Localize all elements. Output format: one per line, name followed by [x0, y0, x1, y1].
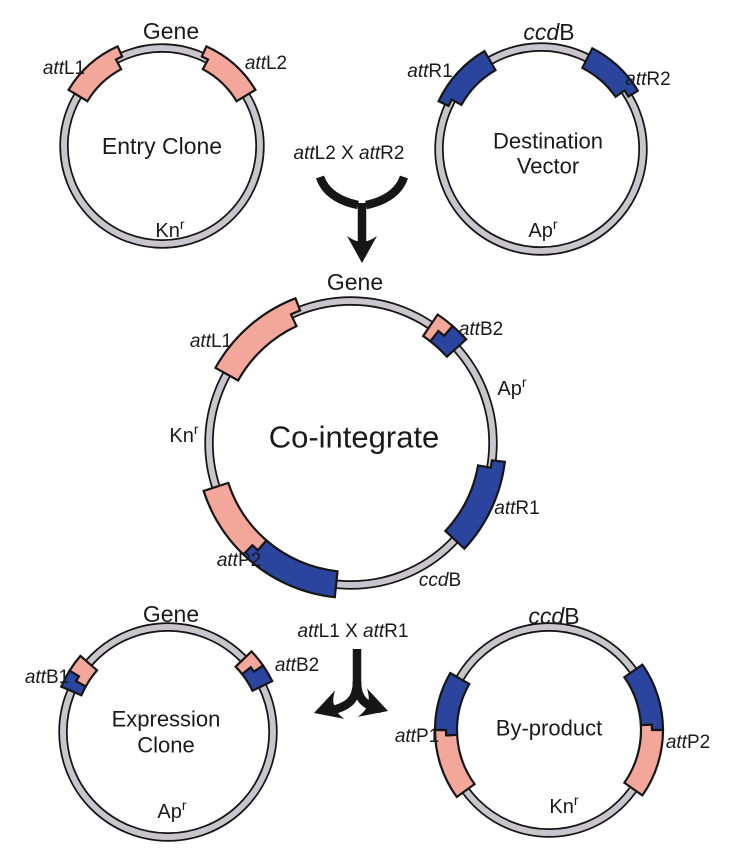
entry-clone-attL1-segment [67, 44, 124, 103]
expression-clone-name-line-1: Expression [112, 707, 221, 732]
destination-vector-attR2-segment [580, 46, 640, 99]
expression-clone-ring-band [60, 624, 276, 840]
expression-clone-gene-label: Gene [143, 601, 199, 627]
by-product-attP1-label: attP1 [395, 726, 439, 747]
reaction-2-split-arrow [314, 649, 388, 719]
entry-clone-kn-r-label: Knr [155, 216, 184, 242]
co-integrate-attP2-pink-segment [202, 481, 268, 557]
co-integrate-attP2-label: attP2 [217, 550, 261, 571]
destination-vector-ccdB-label: ccdB [523, 19, 574, 45]
expression-clone-ring-outer-line [58, 622, 278, 842]
co-integrate-attB2-label: attB2 [459, 319, 503, 340]
by-product-name: By-product [496, 716, 602, 741]
by-product-attP1-pink-segment [433, 728, 477, 799]
down-left-arrowhead-icon [314, 690, 345, 719]
entry-clone-attL2-label: attL2 [245, 53, 287, 74]
destination-vector-ring-outer-line [434, 42, 648, 256]
by-product-attP2-blue-segment [622, 663, 665, 732]
co-integrate-ring-band [206, 298, 496, 588]
entry-clone-attL1-label: attL1 [43, 58, 85, 79]
destination-vector-ring [434, 42, 648, 256]
co-integrate-gene-label: Gene [327, 269, 383, 295]
co-integrate-attL1-label: attL1 [190, 331, 232, 352]
destination-vector-ring-inner-line [441, 49, 641, 249]
reaction-1-reaction-label: attL2 X attR2 [294, 143, 405, 164]
by-product-ccdB-label: ccdB [528, 603, 579, 629]
expression-clone-attB1-pink-segment [68, 654, 99, 688]
expression-clone-attB2-blue-segment [240, 663, 274, 693]
co-integrate-attB2-blue-segment [428, 324, 468, 359]
expression-clone-attB2-label: attB2 [275, 655, 319, 676]
co-integrate-attR1-label: attR1 [494, 498, 539, 519]
entry-clone-attL2-segment [200, 44, 257, 103]
expression-clone-name-line-2: Clone [137, 733, 194, 758]
destination-vector-ap-r-label: Apr [528, 216, 557, 242]
destination-vector-attR1-segment [437, 49, 498, 108]
down-right-arrowhead-icon [357, 688, 388, 717]
co-integrate-ring [204, 296, 498, 590]
co-integrate-ap-r-label: Apr [497, 374, 526, 400]
destination-vector-attR1-label: attR1 [407, 61, 452, 82]
expression-clone-attB1-label: attB1 [25, 667, 69, 688]
entry-clone-ring-outer-line [59, 43, 265, 249]
by-product-kn-r-label: Knr [549, 792, 578, 818]
destination-vector-attR2-label: attR2 [625, 69, 670, 90]
reaction-1: attL2 X attR2 [294, 143, 409, 263]
expression-clone-ap-r-label: Apr [157, 797, 186, 823]
co-integrate-kn-r-label: Knr [169, 421, 198, 447]
reaction-2: attL1 X attR1 [298, 621, 409, 719]
expression-clone-ring-inner-line [65, 629, 271, 835]
destination-vector-name-line-2: Vector [517, 154, 579, 179]
down-arrowhead-icon [347, 236, 377, 263]
entry-clone-ring [59, 43, 265, 249]
by-product-attP2-pink-segment [622, 723, 665, 797]
entry-clone-name: Entry Clone [102, 133, 222, 159]
co-integrate-ring-outer-line [204, 296, 498, 590]
expression-clone-ring [58, 622, 278, 842]
co-integrate-ccdB-label: ccdB [419, 570, 461, 591]
co-integrate-attR1-segment [443, 459, 507, 551]
destination-vector-ring-band [436, 44, 646, 254]
reaction-2-reaction-label: attL1 X attR1 [298, 621, 409, 642]
entry-clone-ring-inner-line [66, 50, 258, 242]
by-product-attP2-label: attP2 [666, 732, 710, 753]
co-integrate-attL1-segment [213, 296, 302, 382]
entry-clone-ring-band [61, 45, 263, 247]
entry-clone-gene-label: Gene [143, 18, 199, 44]
destination-vector-name-line-1: Destination [493, 129, 603, 154]
by-product-attP1-blue-segment [433, 671, 471, 737]
merge-arrow-right-arm [365, 175, 409, 210]
reaction-1-merge-arrow [315, 175, 409, 263]
merge-arrow-left-arm [315, 175, 359, 210]
co-integrate-name: Co-integrate [269, 420, 440, 455]
co-integrate-ring-inner-line [211, 303, 491, 583]
